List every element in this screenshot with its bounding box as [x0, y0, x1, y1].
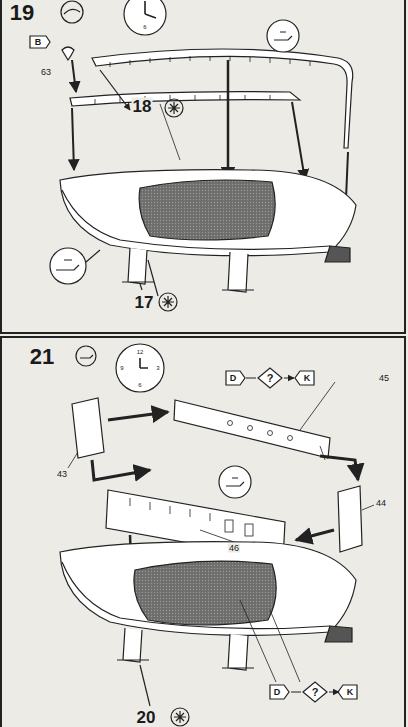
part-number: 45	[378, 374, 390, 383]
clock-numeral: 9	[119, 365, 124, 371]
clock-numeral: 6	[142, 24, 147, 30]
step-number: 19	[9, 2, 35, 24]
subassembly-number: 20	[136, 709, 157, 726]
flag-letter: D	[229, 374, 238, 383]
flag-letter: K	[303, 374, 312, 383]
subassembly-number: 17	[134, 294, 155, 311]
part-number: 43	[56, 470, 68, 479]
step-number: 21	[29, 346, 55, 368]
part-number: 63	[40, 68, 52, 77]
flag-letter: K	[346, 688, 355, 697]
flag-letter: D	[273, 688, 282, 697]
part-number: 44	[375, 499, 387, 508]
part-number: 46	[228, 544, 240, 553]
flag-letter: B	[34, 38, 43, 47]
question-mark: ?	[311, 687, 320, 698]
clock-numeral: 12	[136, 349, 145, 355]
clock-numeral: 6	[137, 382, 142, 388]
question-mark: ?	[266, 373, 275, 384]
subassembly-number: 18	[132, 98, 153, 115]
clock-numeral: 3	[155, 365, 160, 371]
